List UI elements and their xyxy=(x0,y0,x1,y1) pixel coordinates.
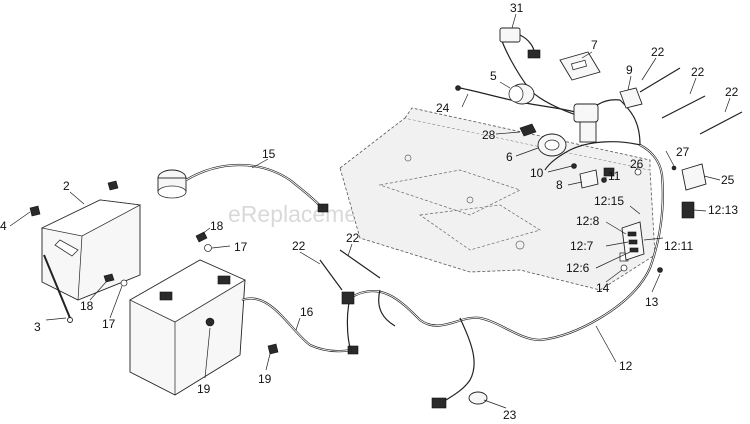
washer-17b xyxy=(120,279,128,287)
screw-27 xyxy=(671,165,677,171)
cable-tie-5 xyxy=(339,249,381,279)
callout-9: 9 xyxy=(626,63,633,77)
callout-15: 15 xyxy=(262,147,276,161)
callout-28: 28 xyxy=(482,128,496,142)
screw-11 xyxy=(601,177,607,183)
cable-tie-4 xyxy=(319,259,343,291)
callout-11: 11 xyxy=(608,169,621,183)
screw-10 xyxy=(571,163,577,169)
clip-top xyxy=(107,180,119,191)
callout-12-6: 12:6 xyxy=(566,261,590,275)
callout-16: 16 xyxy=(300,305,314,319)
callout-31: 31 xyxy=(510,1,524,15)
callout-22-e: 22 xyxy=(346,231,360,245)
callout-27: 27 xyxy=(676,145,690,159)
nut-19 xyxy=(267,343,279,355)
battery xyxy=(129,259,246,396)
callout-22-c: 22 xyxy=(725,85,739,99)
callout-12-15: 12:15 xyxy=(594,194,624,208)
fastener-26 xyxy=(634,168,642,176)
callout-7: 7 xyxy=(591,38,598,52)
fuse-block xyxy=(621,221,645,261)
callout-19-a: 19 xyxy=(197,382,211,396)
cable-tie-1 xyxy=(639,67,681,93)
callout-12-11: 12:11 xyxy=(664,239,693,253)
callout-5: 5 xyxy=(490,69,497,83)
callout-8: 8 xyxy=(556,178,563,192)
callout-3: 3 xyxy=(34,320,41,334)
callout-12-7: 12:7 xyxy=(570,239,594,253)
callout-2: 2 xyxy=(63,179,70,193)
callout-14: 14 xyxy=(596,281,610,295)
switch-cluster xyxy=(573,103,599,143)
callout-22-b: 22 xyxy=(691,65,705,79)
hour-meter xyxy=(559,51,601,81)
callout-22-a: 22 xyxy=(651,45,665,59)
callout-6: 6 xyxy=(506,150,513,164)
rod-end xyxy=(67,317,73,323)
callout-12: 12 xyxy=(619,359,633,373)
connector-31 xyxy=(499,27,541,59)
callout-26: 26 xyxy=(630,157,644,171)
callout-12-8: 12:8 xyxy=(576,214,600,228)
battery-cable-positive xyxy=(157,164,329,213)
callout-12-13: 12:13 xyxy=(708,203,738,217)
wire-24-end xyxy=(455,85,461,91)
callout-17-b: 17 xyxy=(102,317,116,331)
bolt-18b xyxy=(103,273,115,283)
connector-12-13 xyxy=(681,201,695,219)
callout-18-b: 18 xyxy=(80,299,94,313)
cable-tie-2 xyxy=(661,95,706,119)
callout-10: 10 xyxy=(530,166,544,180)
callout-labels: 31 7 22 9 22 22 5 24 28 6 26 27 25 10 11… xyxy=(0,1,739,422)
cable-tie-3 xyxy=(699,111,743,135)
main-harness xyxy=(341,35,664,409)
bolt-18a xyxy=(195,231,208,243)
frame-plate xyxy=(339,107,656,291)
callout-13: 13 xyxy=(645,295,659,309)
callout-25: 25 xyxy=(721,173,735,187)
screw-13 xyxy=(657,267,663,273)
grommet xyxy=(468,391,488,405)
key-switch xyxy=(519,123,567,157)
callout-18-a: 18 xyxy=(210,219,224,233)
callout-24: 24 xyxy=(436,101,450,115)
relay-25 xyxy=(681,163,707,191)
callout-17-a: 17 xyxy=(234,240,248,254)
callout-19-b: 19 xyxy=(258,372,272,386)
hold-down-rod xyxy=(43,254,71,319)
battery-cable-negative xyxy=(241,297,359,355)
relay-9 xyxy=(619,87,643,109)
callout-22-d: 22 xyxy=(292,239,306,253)
diode-8 xyxy=(579,169,599,189)
leader-lines xyxy=(9,13,731,409)
clip-left xyxy=(29,205,41,217)
alarm-beeper xyxy=(508,83,535,105)
washer-17a xyxy=(204,244,212,252)
callout-23: 23 xyxy=(503,408,517,422)
washer-14 xyxy=(620,264,628,272)
callout-4: 4 xyxy=(0,219,7,233)
battery-box xyxy=(40,199,142,301)
